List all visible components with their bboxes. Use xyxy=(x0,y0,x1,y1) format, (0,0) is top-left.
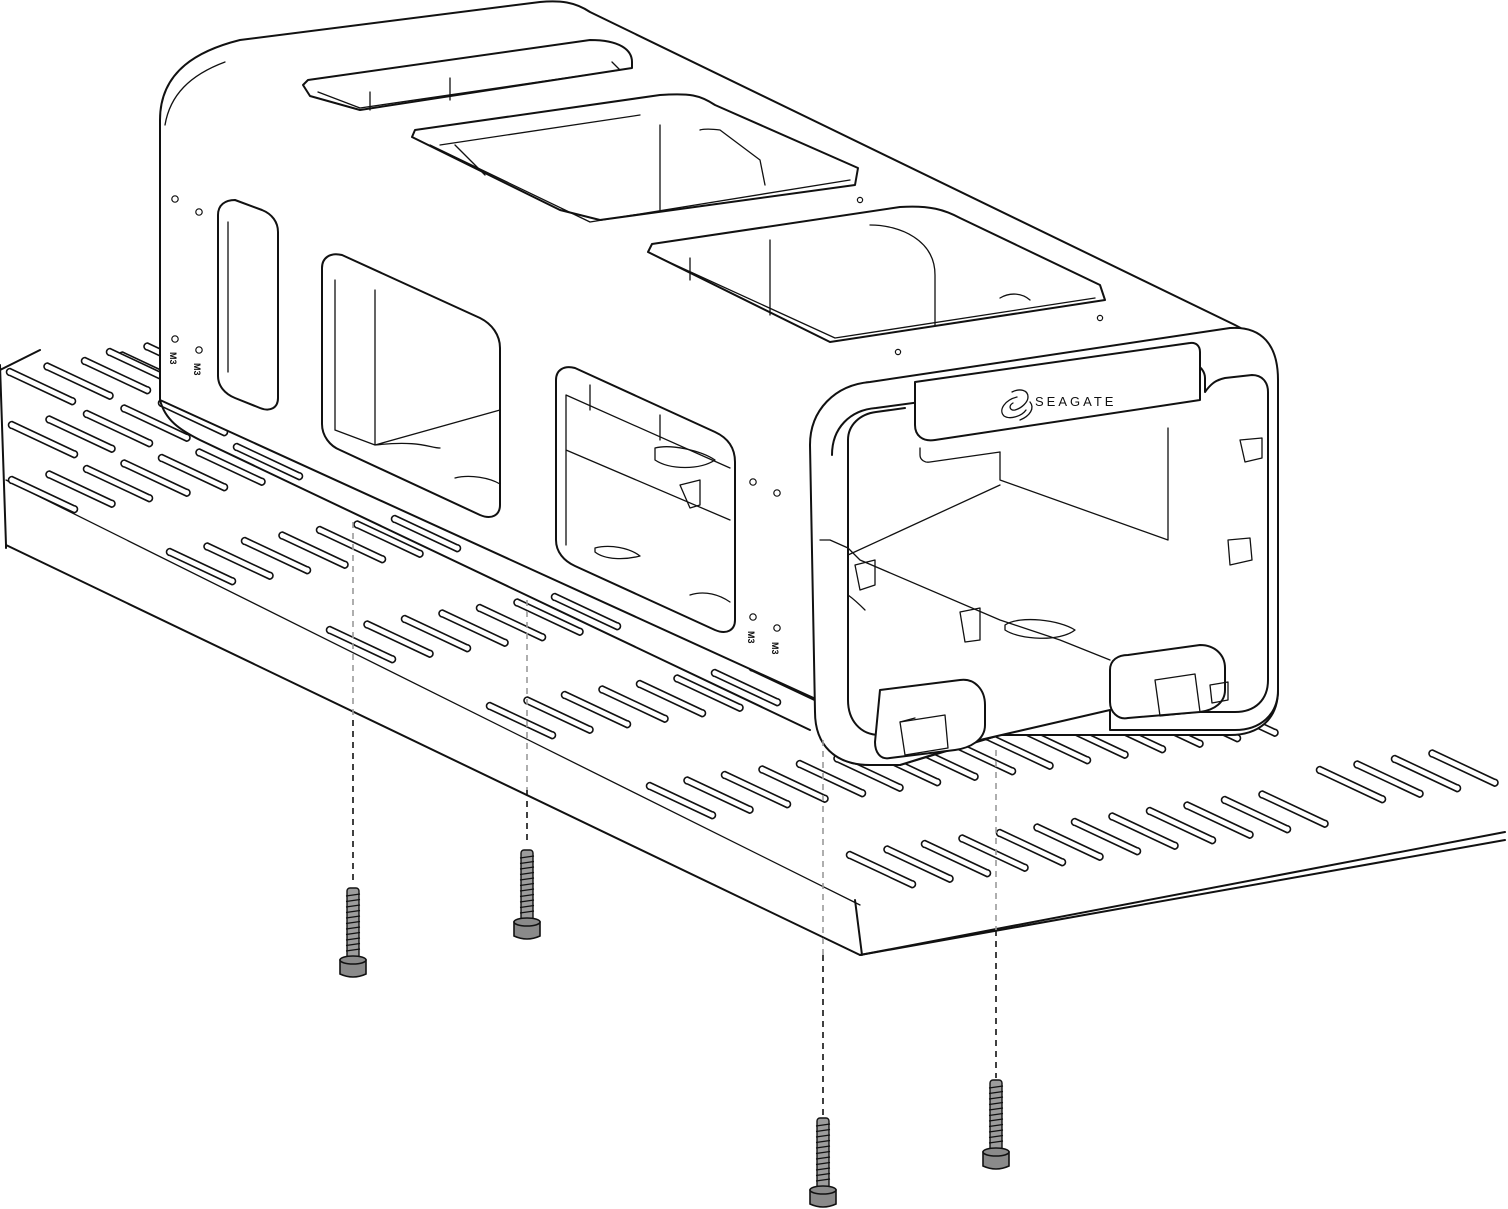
vent-slot xyxy=(1108,812,1179,850)
vent-slot xyxy=(400,614,472,653)
seagate-logo-icon xyxy=(1001,389,1033,421)
vent-slot xyxy=(1353,760,1424,798)
vent-slot xyxy=(80,356,152,395)
vent-slot xyxy=(710,668,782,707)
screw-2-icon xyxy=(513,849,541,940)
vent-slot xyxy=(673,674,744,712)
vent-slot xyxy=(195,448,266,486)
vent-slot xyxy=(315,525,387,564)
vent-slot xyxy=(1428,749,1499,787)
drive-cage: SEAGATE M3 M3 M3 M3 xyxy=(159,0,1279,766)
vent-slot xyxy=(1258,790,1329,828)
vent-slot xyxy=(43,362,114,400)
vent-slot xyxy=(795,759,867,798)
vent-slot xyxy=(995,828,1067,867)
vent-slot xyxy=(232,442,304,481)
vent-slot xyxy=(1183,801,1254,839)
vent-slot xyxy=(758,765,829,803)
vent-slot xyxy=(45,415,116,453)
vent-slot xyxy=(1390,754,1462,793)
brand-label: SEAGATE xyxy=(1035,394,1116,409)
vent-slot xyxy=(5,367,77,406)
vent-slot xyxy=(7,420,79,459)
vent-slot xyxy=(165,547,237,586)
vent-slot xyxy=(475,603,547,642)
vent-slot xyxy=(438,609,509,647)
vent-slot xyxy=(7,475,79,514)
vent-slot xyxy=(883,845,954,883)
vent-slot xyxy=(325,625,397,664)
vent-slot xyxy=(635,679,707,718)
m3-label: M3 xyxy=(746,631,756,644)
vent-slot xyxy=(353,520,424,558)
vent-slot xyxy=(120,459,191,497)
vent-slot xyxy=(720,770,792,809)
vent-slot xyxy=(1145,806,1217,845)
vent-slot xyxy=(203,542,274,580)
vent-slot xyxy=(523,696,594,734)
vent-slot xyxy=(645,781,717,820)
screw-1-icon xyxy=(339,887,367,978)
screws xyxy=(339,849,1010,1208)
vent-slot xyxy=(845,850,917,889)
vent-slot xyxy=(920,839,992,878)
vent-slot xyxy=(240,536,312,575)
vent-slot xyxy=(278,531,349,569)
vent-slot xyxy=(683,776,754,814)
vent-slot xyxy=(82,409,154,448)
vent-slot xyxy=(485,701,557,740)
vent-slot xyxy=(1315,765,1387,804)
screw-4-icon xyxy=(982,1079,1010,1170)
vent-slot xyxy=(833,754,904,792)
m3-label: M3 xyxy=(168,352,178,365)
vent-slot xyxy=(513,598,584,636)
m3-label: M3 xyxy=(770,642,780,655)
vent-slot xyxy=(550,592,622,631)
vent-slot xyxy=(598,685,669,723)
vent-slot xyxy=(82,464,154,503)
vent-slot xyxy=(1220,795,1292,834)
vent-slot xyxy=(45,470,116,508)
vent-slot xyxy=(363,620,434,658)
vent-slot xyxy=(390,514,462,553)
m3-label: M3 xyxy=(192,363,202,376)
alignment-lines xyxy=(352,522,997,1115)
vent-slot xyxy=(1070,817,1142,856)
screw-3-icon xyxy=(809,1117,837,1208)
vent-slot xyxy=(958,834,1029,872)
vent-slot xyxy=(157,453,229,492)
vent-slot xyxy=(560,690,632,729)
vent-slot xyxy=(1033,823,1104,861)
